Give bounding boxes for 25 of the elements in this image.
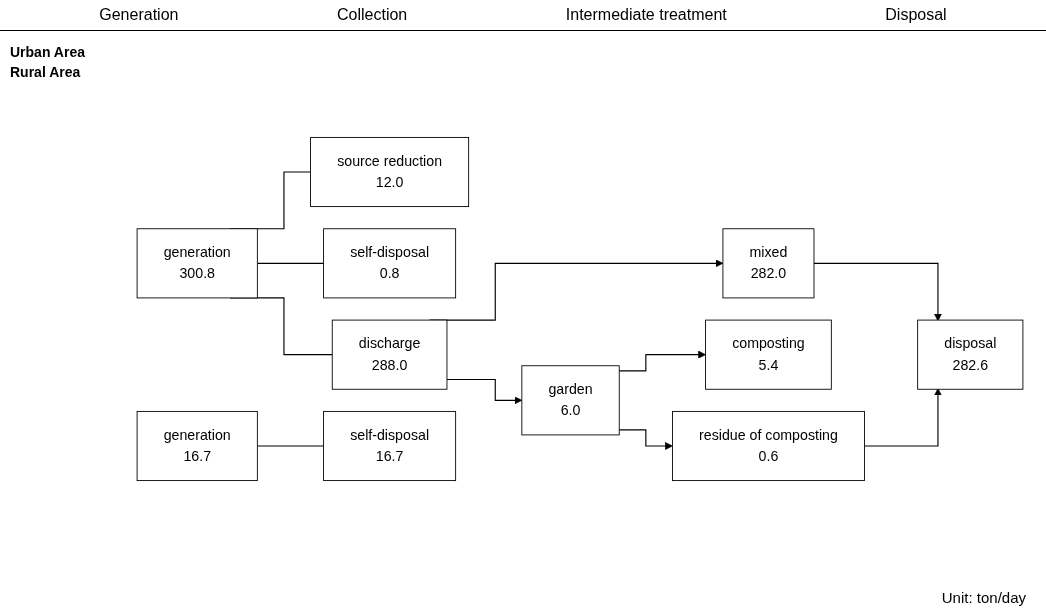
area-heading: Urban Area <box>10 44 85 60</box>
stage-label: Disposal <box>885 6 947 24</box>
arrow <box>446 378 523 405</box>
node-box: self-disposal 0.8 <box>323 228 457 299</box>
arrow <box>618 350 706 372</box>
area-heading: Rural Area <box>10 64 82 80</box>
arrow <box>813 262 942 322</box>
unit-note: Unit: ton/day <box>941 589 1026 606</box>
node-box: generation 300.8 <box>136 228 258 299</box>
stage-label: Generation <box>99 6 179 24</box>
node-box: residue of composting 0.6 <box>672 410 865 482</box>
arrow <box>618 429 673 450</box>
arrow <box>863 388 942 447</box>
node-box: garden 6.0 <box>521 365 620 436</box>
node-box: discharge 288.0 <box>331 319 448 390</box>
node-box: composting 5.4 <box>705 319 832 390</box>
node-box: source reduction 12.0 <box>310 136 470 208</box>
stage-label: Collection <box>337 6 408 24</box>
connector <box>256 445 325 447</box>
connector <box>256 262 325 264</box>
node-box: generation 16.7 <box>136 410 258 482</box>
stage-label: Intermediate treatment <box>565 6 727 24</box>
node-box: disposal 282.6 <box>917 319 1024 390</box>
node-box: self-disposal 16.7 <box>323 410 457 482</box>
node-box: mixed 282.0 <box>722 228 815 299</box>
